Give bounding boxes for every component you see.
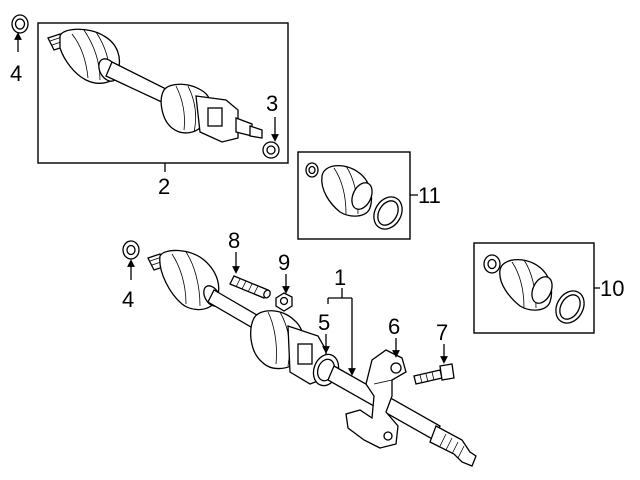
support-bracket-6 [345,349,407,449]
callout-3: 3 [266,91,278,116]
callout-5: 5 [318,310,330,335]
callout-4-mid: 4 [122,287,134,312]
callout-7: 7 [436,320,448,345]
callout-10: 10 [600,276,624,301]
seal-ring-3 [262,141,280,159]
callout-leader-1 [328,288,356,376]
callout-8: 8 [228,228,240,253]
assembly-box-2 [37,22,289,164]
nut-9 [275,292,293,312]
bolt-7 [413,363,455,385]
seal-ring-top [11,14,29,34]
boot-kit-11 [305,162,403,230]
boot-kit-10 [483,254,585,324]
callout-6: 6 [388,314,400,339]
stud-bolt-8 [229,275,271,299]
main-drive-shaft [147,249,477,467]
callout-9: 9 [278,250,290,275]
seal-ring-mid [122,240,140,260]
callout-11: 11 [418,183,441,208]
callout-4-top: 4 [10,61,22,86]
callout-2: 2 [158,174,170,199]
callout-1: 1 [334,265,346,290]
upper-axle-shaft [47,28,263,143]
